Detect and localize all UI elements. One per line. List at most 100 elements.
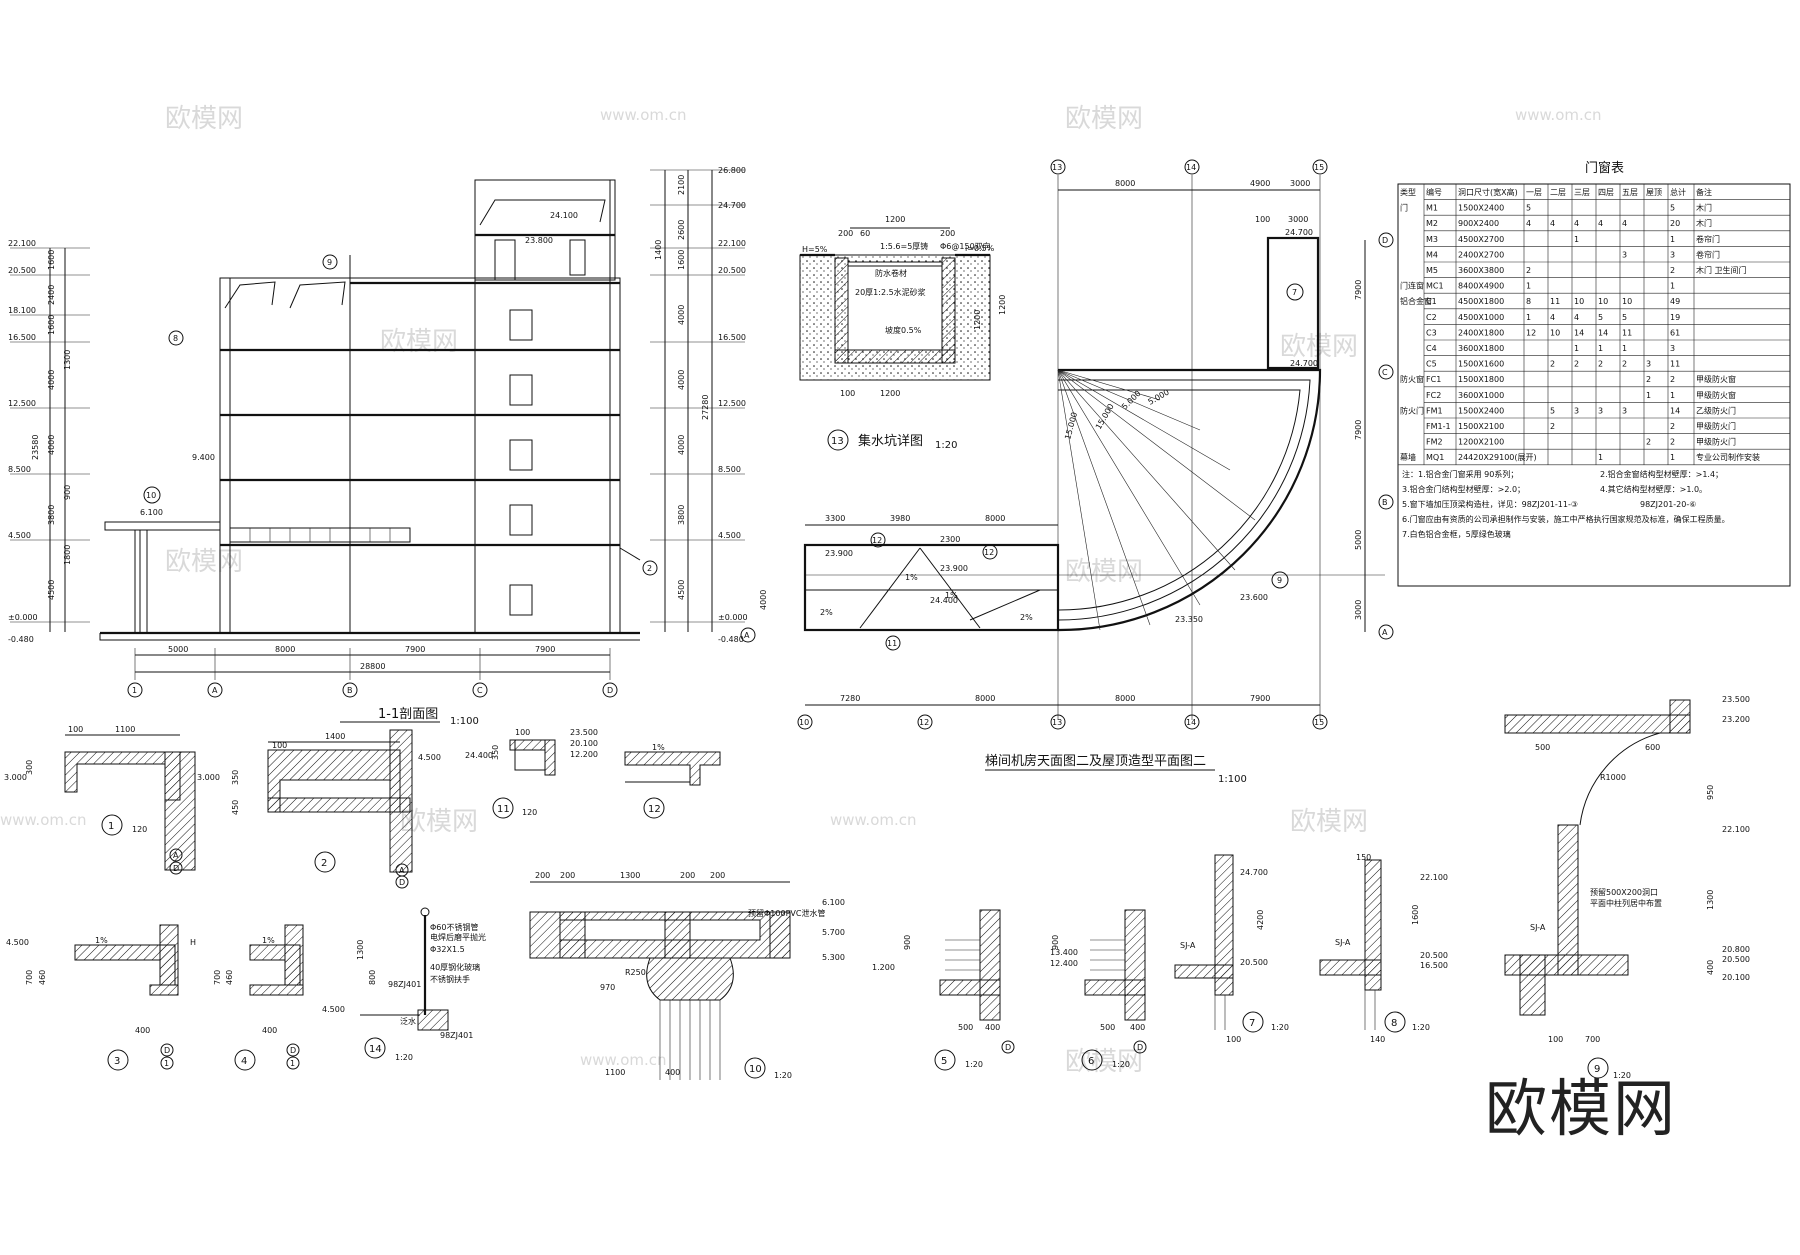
detail-14: Φ60不锈钢管 电焊后磨平抛光 Φ32X1.5 40厚钢化玻璃 不锈钢扶手 98… <box>322 907 486 1062</box>
table-header: 洞口尺寸(宽X高) <box>1458 187 1518 197</box>
dim-label: 3800 <box>677 505 686 525</box>
elev-label: 22.100 <box>8 239 36 248</box>
table-cell: 3 <box>1646 360 1651 369</box>
slope-label: 2% <box>820 608 833 617</box>
dim-label: 4000 <box>677 305 686 325</box>
table-cell: 3 <box>1670 344 1675 353</box>
table-cell: C5 <box>1426 360 1437 369</box>
dim-label: 1200 <box>880 389 900 398</box>
table-cell: 2 <box>1526 266 1531 275</box>
table-cell: 木门 卫生间门 <box>1696 265 1747 275</box>
elev-label: 12.500 <box>8 399 36 408</box>
detail-11: 24.400 350 100 11 120 <box>465 728 556 819</box>
dim-label: 460 <box>38 970 47 985</box>
dim-label: 4000 <box>47 435 56 455</box>
detail-number: 13 <box>831 436 844 447</box>
elev-label: 16.500 <box>718 333 746 342</box>
table-cell: 1 <box>1598 453 1603 462</box>
table-cell: 4 <box>1526 219 1531 228</box>
table-cell: 11 <box>1670 360 1680 369</box>
dim-label: 4.500 <box>418 753 441 762</box>
elev-label: 23.350 <box>1175 615 1203 624</box>
table-cell: 木门 <box>1696 203 1712 213</box>
dim-label: 100 <box>1255 215 1270 224</box>
elev-label: 22.100 <box>1722 825 1750 834</box>
detail-scale: 1:20 <box>1613 1071 1631 1080</box>
radial-label: 5.000 <box>1120 389 1143 412</box>
dim-label: 1600 <box>47 250 56 270</box>
elev-label: -0.480 <box>8 635 34 644</box>
table-cell: M5 <box>1426 266 1438 275</box>
elev-label: ±0.000 <box>718 613 748 622</box>
sj-label: SJ-A <box>1180 941 1196 950</box>
axis-label: A <box>1382 628 1388 637</box>
sump-note: i=0.5% <box>965 244 995 253</box>
dim-label: 3.000 <box>4 773 27 782</box>
detail-number: 2 <box>321 858 327 869</box>
dim-label: 400 <box>665 1068 680 1077</box>
table-cell: 卷帘门 <box>1696 249 1720 259</box>
elev-label: 23.600 <box>1240 593 1268 602</box>
rail-note: Φ60不锈钢管 <box>430 922 478 932</box>
table-cell: 铝合金窗 <box>1400 296 1432 306</box>
dim-label: 7280 <box>840 694 860 703</box>
elev-label: 16.500 <box>8 333 36 342</box>
table-cell: 2 <box>1670 266 1675 275</box>
table-cell: 1 <box>1646 391 1651 400</box>
slope-label: 2% <box>1020 613 1033 622</box>
dim-label: 200 <box>680 871 695 880</box>
dim-label: 100 <box>1548 1035 1563 1044</box>
detail-number: 14 <box>369 1044 382 1055</box>
elev-label: 12.400 <box>1050 959 1078 968</box>
callout-circle <box>168 330 184 346</box>
dim-label: 400 <box>1706 960 1715 975</box>
table-cell: 4 <box>1550 313 1555 322</box>
table-cell: 3 <box>1622 406 1627 415</box>
table-cell: 4 <box>1574 219 1579 228</box>
elev-label: 24.700 <box>1290 359 1318 368</box>
detail-scale: 1:20 <box>1112 1060 1130 1069</box>
table-cell: 木门 <box>1696 218 1712 228</box>
elev-label: 20.800 <box>1722 945 1750 954</box>
table-cell: 11 <box>1550 297 1560 306</box>
detail-number: 8 <box>1391 1018 1397 1029</box>
axis-label: C <box>477 686 483 695</box>
detail-number: 10 <box>749 1064 762 1075</box>
axis-label: D <box>1005 1043 1011 1052</box>
callout-circle <box>642 560 658 576</box>
elev-label: 20.100 <box>570 739 598 748</box>
table-cell: 14 <box>1574 328 1584 337</box>
table-cell: 2 <box>1598 360 1603 369</box>
table-cell: C2 <box>1426 313 1437 322</box>
elev-label: -0.480 <box>718 635 744 644</box>
callout-label: 10 <box>146 491 156 500</box>
watermark-url: www.om.cn <box>0 811 87 829</box>
table-cell: 1500X2400 <box>1458 204 1504 213</box>
detail-scale: 120 <box>132 825 147 834</box>
axis-label: D <box>399 878 405 887</box>
detail-number: 9 <box>1594 1064 1600 1075</box>
callout-label: 9 <box>1277 576 1282 585</box>
detail-9: 23.500 23.200 22.100 20.800 20.500 20.10… <box>1504 695 1750 1080</box>
table-cell: 1200X2100 <box>1458 438 1504 447</box>
slope-label: 1% <box>652 743 665 752</box>
rail-note: Φ32X1.5 <box>430 945 465 954</box>
dim-label: 3300 <box>825 514 845 523</box>
sump-note: H=5% <box>802 245 828 254</box>
table-cell: 2 <box>1550 360 1555 369</box>
table-cell: FM1-1 <box>1426 422 1451 431</box>
dim-label: 2300 <box>940 535 960 544</box>
callout-circle <box>322 254 338 270</box>
axis-label: D <box>290 1046 296 1055</box>
elev-label: 24.700 <box>1240 868 1268 877</box>
table-cell: 5 <box>1622 313 1627 322</box>
dim-label: 800 <box>368 970 377 985</box>
table-cell: 3600X1800 <box>1458 344 1504 353</box>
watermark-url: www.om.cn <box>600 106 687 124</box>
table-cell: 专业公司制作安装 <box>1696 452 1760 462</box>
dim-label: 3800 <box>47 505 56 525</box>
axis-label: D <box>1382 236 1388 245</box>
table-cell: 2 <box>1574 360 1579 369</box>
sump-detail: 1200 200 200 60 1200 100 1200 1200 1:5.6… <box>799 215 1007 451</box>
table-cell: 24420X29100(展开) <box>1458 453 1537 462</box>
